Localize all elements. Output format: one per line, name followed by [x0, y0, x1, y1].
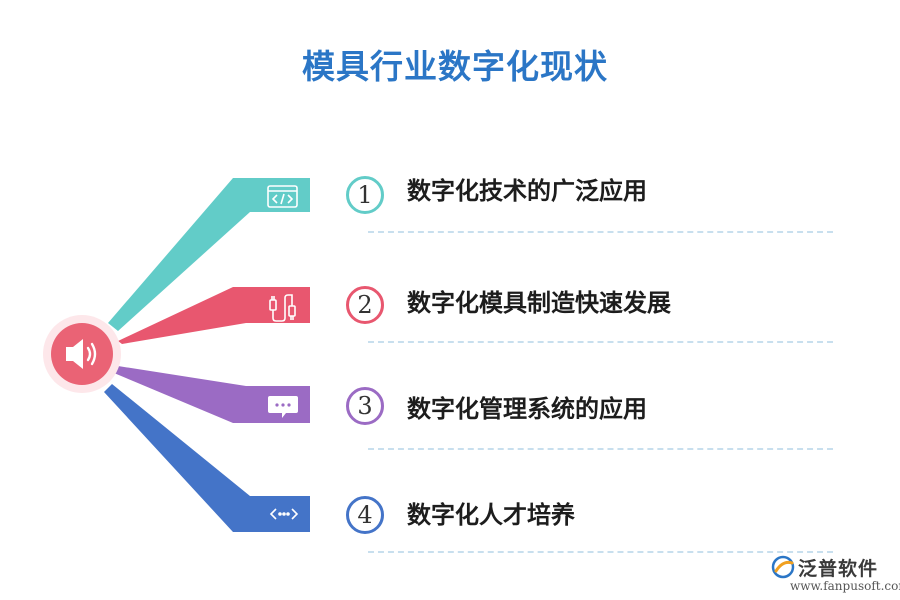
branch-2 — [118, 287, 310, 344]
logo-mark-icon — [771, 555, 795, 579]
divider-1 — [368, 231, 833, 233]
logo-url: www.fanpusoft.com — [790, 579, 900, 593]
page-title: 模具行业数字化现状 — [302, 47, 608, 86]
branch-4 — [104, 384, 310, 532]
code-arrows-icon — [269, 508, 299, 520]
cable-plugs-icon — [269, 294, 296, 322]
item-label-4: 数字化人才培养 — [407, 501, 575, 529]
item-label-3: 数字化管理系统的应用 — [407, 395, 647, 423]
item-number-2: 2 — [346, 286, 384, 324]
item-number-1: 1 — [346, 176, 384, 214]
code-window-icon — [267, 185, 298, 208]
speaker-icon — [66, 339, 97, 369]
item-label-2: 数字化模具制造快速发展 — [407, 289, 671, 317]
branch-3 — [114, 366, 310, 423]
item-number-3: 3 — [346, 387, 384, 425]
divider-3 — [368, 448, 833, 450]
divider-2 — [368, 341, 833, 343]
item-number-4: 4 — [346, 496, 384, 534]
branch-1 — [108, 178, 310, 331]
divider-4 — [368, 551, 833, 553]
chat-bubble-icon — [268, 396, 298, 418]
brand-logo: 泛普软件 www.fanpusoft.com — [770, 552, 900, 600]
logo-name: 泛普软件 — [798, 558, 879, 580]
item-label-1: 数字化技术的广泛应用 — [407, 177, 647, 205]
